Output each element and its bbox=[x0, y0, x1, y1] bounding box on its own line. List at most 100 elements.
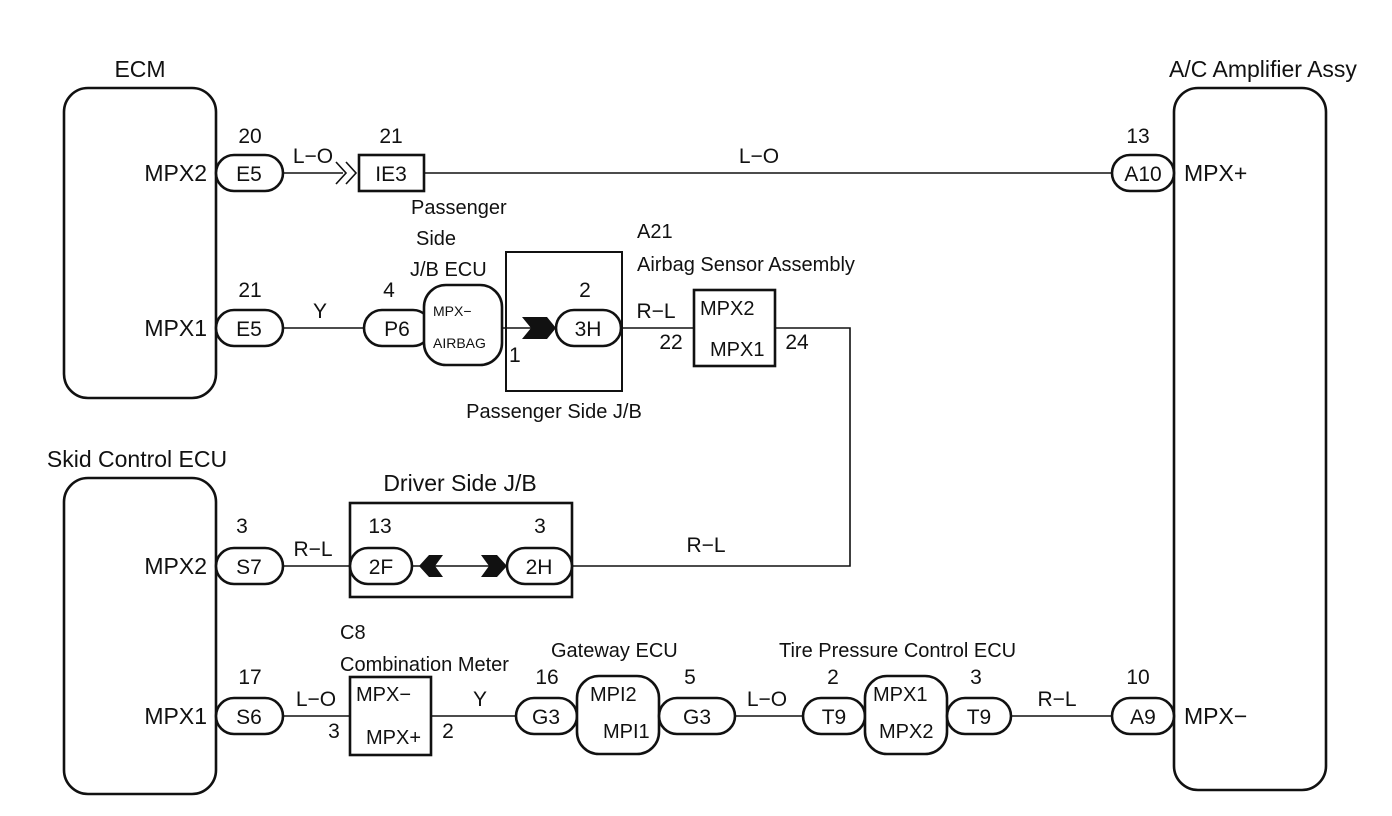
jb-junction-right-arrow-icon bbox=[481, 555, 507, 577]
ecm-pin-mpx1: MPX1 bbox=[144, 315, 207, 341]
ecm-pin-mpx2: MPX2 bbox=[144, 160, 207, 186]
skid-control-ecu-title: Skid Control ECU bbox=[47, 446, 227, 472]
passenger-jb-ecu-box bbox=[422, 283, 504, 367]
connector-2h-label: 2H bbox=[526, 556, 553, 579]
jb-ecu-title-line1: Passenger bbox=[411, 197, 507, 219]
connector-s6 bbox=[214, 696, 285, 736]
airbag-code: A21 bbox=[637, 221, 673, 243]
tire-pressure-inner-mpx1: MPX1 bbox=[873, 684, 927, 706]
airbag-title: Airbag Sensor Assembly bbox=[637, 254, 855, 276]
pin-2f: 13 bbox=[368, 515, 391, 538]
jb-ecu-inner-airbag: AIRBAG bbox=[433, 335, 486, 351]
connector-ie3-label: IE3 bbox=[375, 163, 407, 186]
combo-meter-inner-bottom: MPX+ bbox=[366, 727, 421, 749]
connector-a10-label: A10 bbox=[1124, 163, 1161, 186]
airbag-inner-mpx2: MPX2 bbox=[700, 298, 754, 320]
wire-color-ie3-a10: L−O bbox=[739, 145, 779, 168]
pin-g3-right: 5 bbox=[684, 666, 696, 689]
wire-color-meter-gateway: Y bbox=[473, 688, 487, 711]
ecm-title: ECM bbox=[114, 56, 165, 82]
tire-pressure-title: Tire Pressure Control ECU bbox=[779, 640, 1016, 662]
pin-ie3: 21 bbox=[379, 125, 402, 148]
wire-color-tire-a9: R−L bbox=[1037, 688, 1076, 711]
pin-t9-left: 2 bbox=[827, 666, 839, 689]
passenger-jb-title: Passenger Side J/B bbox=[466, 401, 642, 423]
connector-t9-right bbox=[945, 696, 1013, 736]
connector-a9 bbox=[1110, 696, 1176, 736]
skid-pin-mpx2: MPX2 bbox=[144, 553, 207, 579]
connector-g3-left-label: G3 bbox=[532, 706, 560, 729]
connector-e5-mid bbox=[214, 308, 285, 348]
connector-3h bbox=[554, 308, 623, 348]
skid-control-ecu-box bbox=[62, 476, 218, 796]
skid-pin-mpx1: MPX1 bbox=[144, 703, 207, 729]
driver-jb-box bbox=[348, 501, 574, 599]
pin-a10: 13 bbox=[1126, 125, 1149, 148]
tire-pressure-inner-mpx2: MPX2 bbox=[879, 721, 933, 743]
gateway-inner-mpi2: MPI2 bbox=[590, 684, 637, 706]
pin-e5-mid: 21 bbox=[238, 279, 261, 302]
combo-meter-code: C8 bbox=[340, 622, 366, 644]
connector-t9-right-label: T9 bbox=[967, 706, 992, 729]
wire-color-ecm-p6: Y bbox=[313, 300, 327, 323]
connector-2f-label: 2F bbox=[369, 556, 394, 579]
pin-g3-left: 16 bbox=[535, 666, 558, 689]
connector-a10 bbox=[1110, 153, 1176, 193]
connector-3h-label: 3H bbox=[575, 318, 602, 341]
jb-junction-arrow-icon bbox=[522, 317, 556, 339]
wire-color-3h-airbag: R−L bbox=[636, 300, 675, 323]
connector-t9-left-label: T9 bbox=[822, 706, 847, 729]
pin-s7: 3 bbox=[236, 515, 248, 538]
wires bbox=[283, 161, 1112, 717]
connector-e5-mid-label: E5 bbox=[236, 318, 262, 341]
connector-g3-right bbox=[657, 696, 737, 736]
pin-s6: 17 bbox=[238, 666, 261, 689]
connector-g3-right-label: G3 bbox=[683, 706, 711, 729]
pin-meter-in: 3 bbox=[328, 720, 340, 743]
wire-color-gateway-tire: L−O bbox=[747, 688, 787, 711]
pin-airbag-out: 24 bbox=[785, 331, 809, 354]
connector-s7 bbox=[214, 546, 285, 586]
ecm-box bbox=[62, 86, 218, 400]
connector-arrow bbox=[345, 161, 358, 185]
ac-amplifier-title: A/C Amplifier Assy bbox=[1169, 56, 1357, 82]
connector-2f bbox=[348, 546, 414, 586]
ac-amplifier-box bbox=[1172, 86, 1328, 792]
wire-color-s7-2f: R−L bbox=[293, 538, 332, 561]
pin-3h: 2 bbox=[579, 279, 591, 302]
connector-s6-label: S6 bbox=[236, 706, 262, 729]
connector-ie3 bbox=[357, 153, 426, 193]
wire-color-2h-airbag: R−L bbox=[686, 534, 725, 557]
driver-jb-title: Driver Side J/B bbox=[383, 470, 536, 496]
wire-airbag-2h bbox=[572, 327, 851, 567]
combination-meter-box bbox=[348, 675, 433, 757]
pin-airbag-in: 22 bbox=[659, 331, 682, 354]
airbag-inner-mpx1: MPX1 bbox=[710, 339, 764, 361]
pin-2h: 3 bbox=[534, 515, 546, 538]
pin-p6: 4 bbox=[383, 279, 395, 302]
connector-arrow bbox=[335, 161, 348, 185]
wire-color-ecm-ie3: L−O bbox=[293, 145, 333, 168]
pin-meter-out: 2 bbox=[442, 720, 454, 743]
connector-p6-label: P6 bbox=[384, 318, 410, 341]
jb-junction-left-arrow-icon bbox=[419, 555, 443, 577]
wire-color-s6-meter: L−O bbox=[296, 688, 336, 711]
jb-ecu-title-line2: Side bbox=[416, 228, 456, 250]
gateway-inner-mpi1: MPI1 bbox=[603, 721, 650, 743]
pin-t9-right: 3 bbox=[970, 666, 982, 689]
pin-a9: 10 bbox=[1126, 666, 1149, 689]
ac-pin-mpx-plus: MPX+ bbox=[1184, 160, 1247, 186]
passenger-jb-frame bbox=[505, 251, 623, 392]
connector-2h bbox=[505, 546, 574, 586]
connector-e5-top-label: E5 bbox=[236, 163, 262, 186]
combo-meter-title: Combination Meter bbox=[340, 654, 509, 676]
jb-ecu-title-line3: J/B ECU bbox=[410, 259, 487, 281]
combo-meter-inner-top: MPX− bbox=[356, 684, 411, 706]
jb-ecu-inner-mpx: MPX− bbox=[433, 303, 472, 319]
pin-e5-top: 20 bbox=[238, 125, 261, 148]
airbag-sensor-box bbox=[692, 288, 777, 368]
ac-pin-mpx-minus: MPX− bbox=[1184, 703, 1247, 729]
connector-a9-label: A9 bbox=[1130, 706, 1156, 729]
connector-s7-label: S7 bbox=[236, 556, 262, 579]
